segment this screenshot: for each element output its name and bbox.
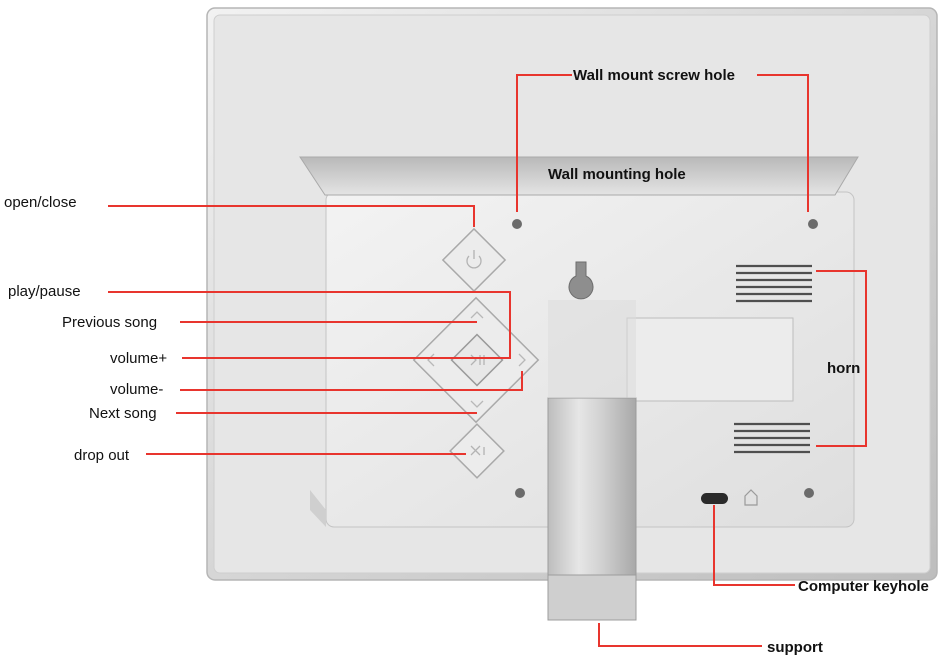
computer-keyhole-slot xyxy=(701,493,728,504)
label-horn: horn xyxy=(827,360,860,377)
label-volume-up: volume+ xyxy=(110,350,167,367)
button-drop-out[interactable] xyxy=(449,423,505,479)
label-computer-keyhole: Computer keyhole xyxy=(798,578,929,595)
leader-volume-down xyxy=(180,371,523,391)
label-support: support xyxy=(767,639,823,656)
dpad-cluster[interactable] xyxy=(412,296,540,424)
button-open-close[interactable] xyxy=(441,227,507,293)
label-volume-down: volume- xyxy=(110,381,163,398)
label-wall-mounting-hole: Wall mounting hole xyxy=(548,166,686,183)
button-play-pause[interactable] xyxy=(450,333,504,387)
leader-play-pause xyxy=(108,291,511,357)
leader-computer-keyhole xyxy=(713,505,795,586)
chevron-icon xyxy=(518,353,526,367)
keyhole-wall-mount xyxy=(568,261,594,300)
label-drop-out: drop out xyxy=(74,447,130,464)
exit-icon xyxy=(470,445,485,456)
leader-horn xyxy=(816,270,867,447)
leader-lines xyxy=(108,74,867,647)
chevron-icon xyxy=(427,353,435,367)
label-wall-mount-screw-hole: Wall mount screw hole xyxy=(573,67,735,84)
label-next-song: Next song xyxy=(89,405,157,422)
callout-labels: open/close play/pause Previous song volu… xyxy=(4,67,929,656)
screw-hole-bottom-right xyxy=(804,488,814,498)
screw-hole-top-left xyxy=(512,219,522,229)
speaker-grille-bottom xyxy=(734,422,810,454)
screw-hole-bottom-left xyxy=(515,488,525,498)
chevron-icon xyxy=(470,311,484,319)
leader-wall-mount-screw-hole xyxy=(516,74,572,212)
chevron-icon xyxy=(470,400,484,408)
mounting-holes xyxy=(512,219,818,506)
stand-foot xyxy=(547,574,637,621)
label-play-pause: play/pause xyxy=(8,283,81,300)
leader-wall-mount-screw-hole-right xyxy=(757,74,809,212)
power-icon xyxy=(466,250,482,269)
leader-support xyxy=(598,623,762,647)
label-previous-song: Previous song xyxy=(62,314,157,331)
top-rail xyxy=(299,156,859,196)
panel-shadow xyxy=(310,490,326,527)
speaker-compartment xyxy=(626,317,794,402)
home-icon xyxy=(744,489,758,506)
stand xyxy=(547,300,637,621)
label-open-close: open/close xyxy=(4,194,77,211)
stand-back xyxy=(548,300,636,398)
play-pause-icon xyxy=(470,354,485,366)
speaker-grille-top xyxy=(736,264,812,303)
screw-hole-top-right xyxy=(808,219,818,229)
leader-open-close xyxy=(108,205,475,227)
